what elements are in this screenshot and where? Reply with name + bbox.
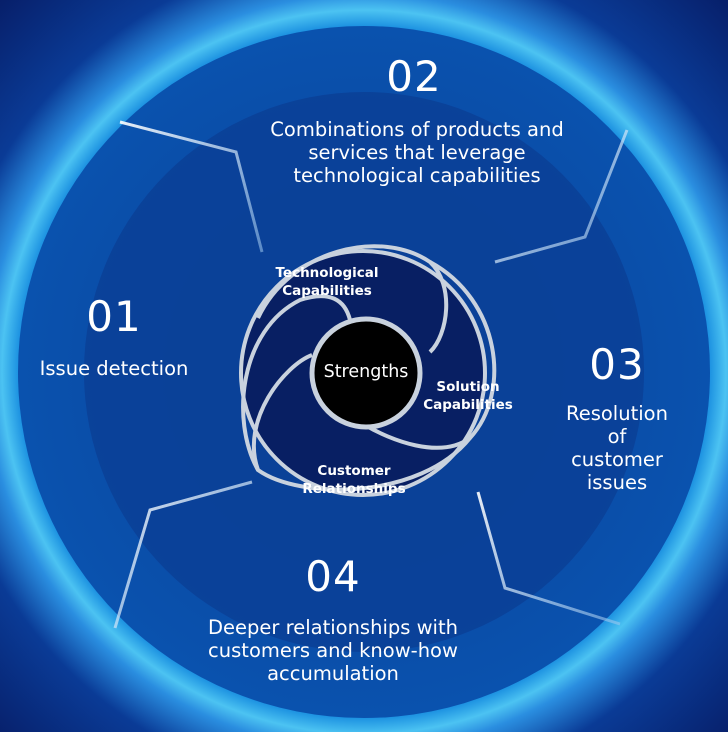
strengths-label: Strengths xyxy=(323,362,409,382)
step-01-text: Issue detection xyxy=(39,357,189,380)
divider-3-4 xyxy=(476,491,621,626)
step-02-number: 02 xyxy=(386,52,442,101)
aperture-blade-solution xyxy=(363,260,497,450)
capability-technological: Technological Capabilities xyxy=(275,265,379,300)
step-04-text: Deeper relationships with customers and … xyxy=(208,616,458,685)
step-04-number: 04 xyxy=(305,552,361,601)
strengths-core xyxy=(309,316,423,430)
step-03-number: 03 xyxy=(589,340,645,389)
divider-1-2 xyxy=(119,120,264,253)
aperture-blade-inner xyxy=(241,294,352,471)
capability-customer-relationships: Customer Relationships xyxy=(302,463,406,498)
step-01-number: 01 xyxy=(86,292,142,341)
capability-solution: Solution Capabilities xyxy=(423,379,513,414)
aperture-blade-relationships xyxy=(251,353,472,492)
step-02-text: Combinations of products and services th… xyxy=(270,118,564,187)
aperture-blade-technology xyxy=(256,244,449,354)
divider-4-1 xyxy=(113,480,253,629)
step-03-text: Resolution of customer issues xyxy=(566,402,668,494)
divider-2-3 xyxy=(494,129,629,264)
